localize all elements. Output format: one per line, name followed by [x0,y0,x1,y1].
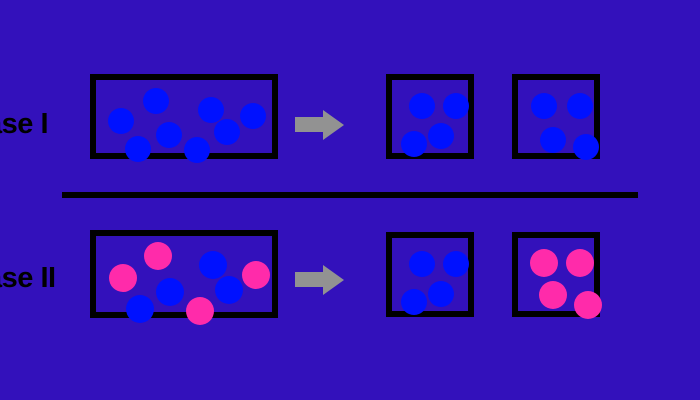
source-box-row-1 [90,74,278,163]
particle-magenta [109,264,137,292]
particle-blue [240,103,266,129]
particle-blue [409,251,435,277]
arrow-shaft [295,272,324,287]
particle-blue [443,93,469,119]
arrow-shaft [295,117,324,132]
particle-blue [401,289,427,315]
row-label-1: ase I [0,108,49,140]
particle-magenta [144,242,172,270]
particle-blue [156,278,184,306]
particle-blue [108,108,134,134]
particle-blue [199,251,227,279]
source-box-row-2 [90,230,278,325]
particle-blue [214,119,240,145]
particle-blue [540,127,566,153]
particle-magenta [186,297,214,325]
result-box-2-row-2 [512,232,602,319]
particle-magenta [530,249,558,277]
particle-magenta [242,261,270,289]
result-box-2-row-1 [512,74,600,160]
particle-blue [125,136,151,162]
particle-blue [156,122,182,148]
particle-blue [143,88,169,114]
particle-blue [428,123,454,149]
particle-blue [409,93,435,119]
particle-blue [401,131,427,157]
particle-blue [198,97,224,123]
arrow-right-icon [295,110,344,140]
particle-magenta [574,291,602,319]
particle-blue [428,281,454,307]
particle-blue [531,93,557,119]
result-box-1-row-2 [386,232,474,317]
particle-magenta [566,249,594,277]
particle-blue [184,137,210,163]
particle-magenta [539,281,567,309]
arrow-head [323,265,344,295]
row-label-2: ase II [0,262,56,294]
arrow-right-icon [295,265,344,295]
particle-blue [573,134,599,160]
arrow-head [323,110,344,140]
particle-blue [126,295,154,323]
particle-blue [443,251,469,277]
result-box-1-row-1 [386,74,474,159]
particle-blue [215,276,243,304]
particle-blue [567,93,593,119]
horizontal-divider [62,192,638,198]
